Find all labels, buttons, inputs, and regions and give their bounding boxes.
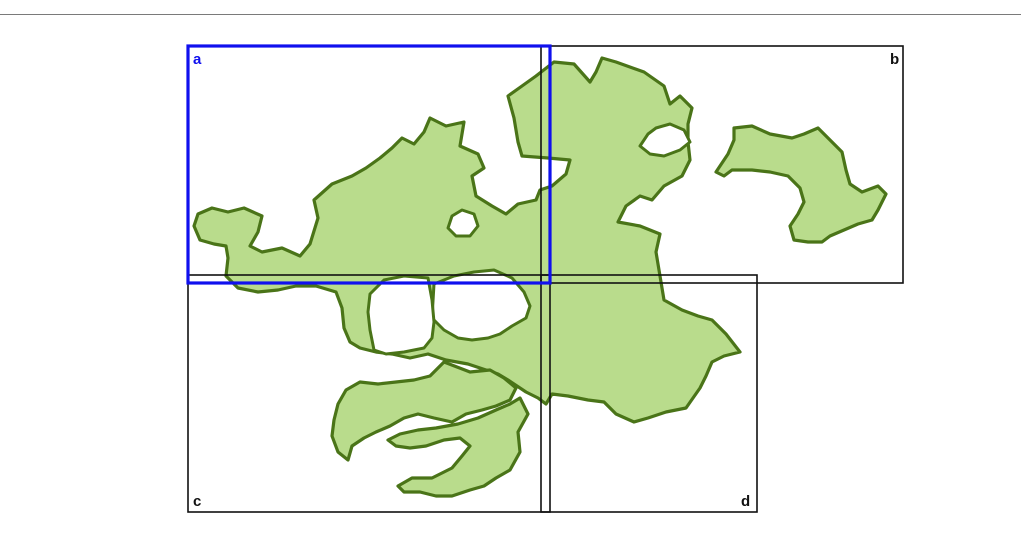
bay-west xyxy=(368,276,434,354)
sheet-b-label: b xyxy=(890,51,899,68)
sheet-c-label: c xyxy=(193,493,201,510)
sheet-d-label: d xyxy=(741,493,750,510)
land-east-island xyxy=(716,126,886,242)
sheet-a-label: a xyxy=(193,51,202,68)
land-main xyxy=(194,58,740,422)
